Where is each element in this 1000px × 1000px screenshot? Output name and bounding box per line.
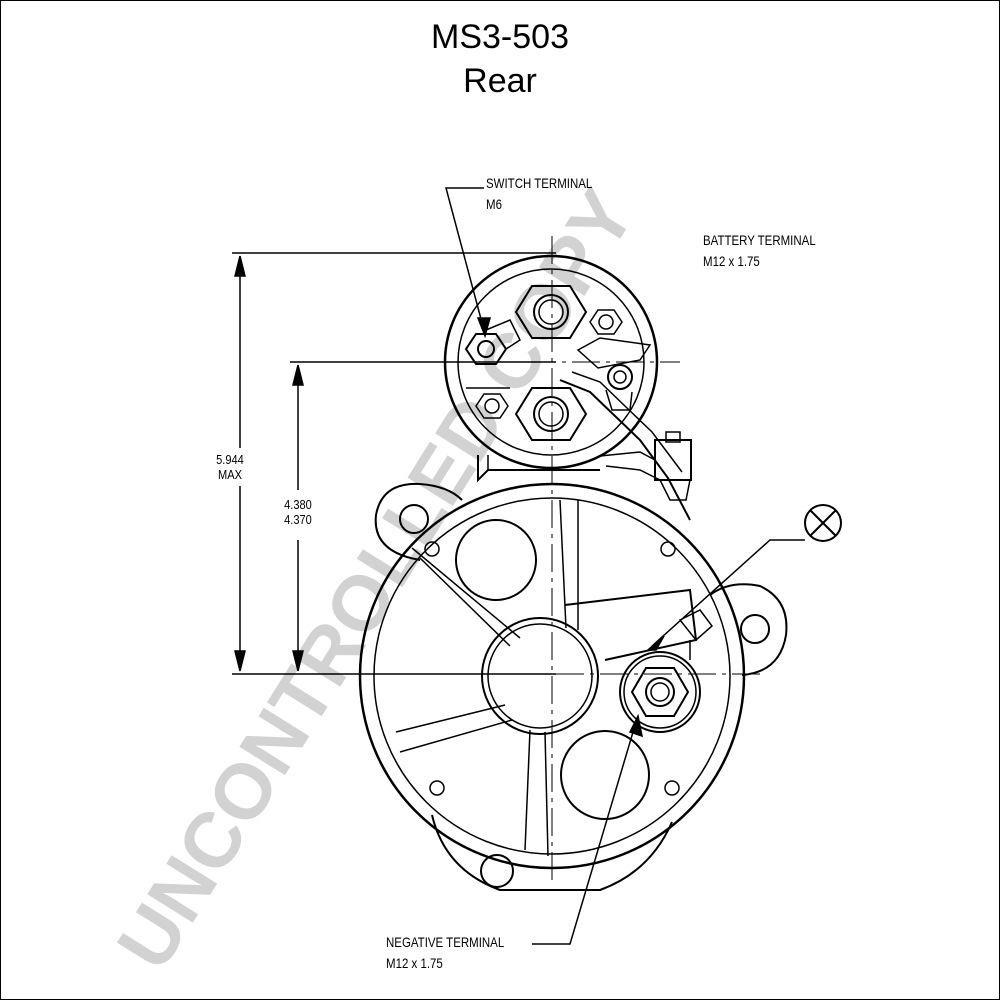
battery-terminal-label: BATTERY TERMINAL M12 x 1.75 [703, 232, 816, 269]
solenoid-cap [443, 254, 659, 483]
leader-lines [445, 187, 805, 945]
overall-height-dimension: 5.944 MAX [216, 452, 244, 482]
dimension-lines [232, 252, 556, 675]
connector-block [599, 431, 692, 501]
circle-x-icon [804, 504, 842, 542]
view-title: Rear [463, 62, 537, 100]
battery-stud [514, 285, 588, 339]
negative-terminal-label: NEGATIVE TERMINAL M12 x 1.75 [386, 934, 505, 971]
mount-height-dimension: 4.380 4.370 [284, 497, 312, 527]
switch-terminal-label: SWITCH TERMINAL M6 [486, 175, 593, 212]
motor-stud [514, 387, 588, 441]
negative-terminal-stud [619, 609, 714, 733]
switch-terminal-nut [464, 319, 521, 365]
motor-housing [358, 482, 788, 891]
model-title: MS3-503 [431, 18, 569, 56]
